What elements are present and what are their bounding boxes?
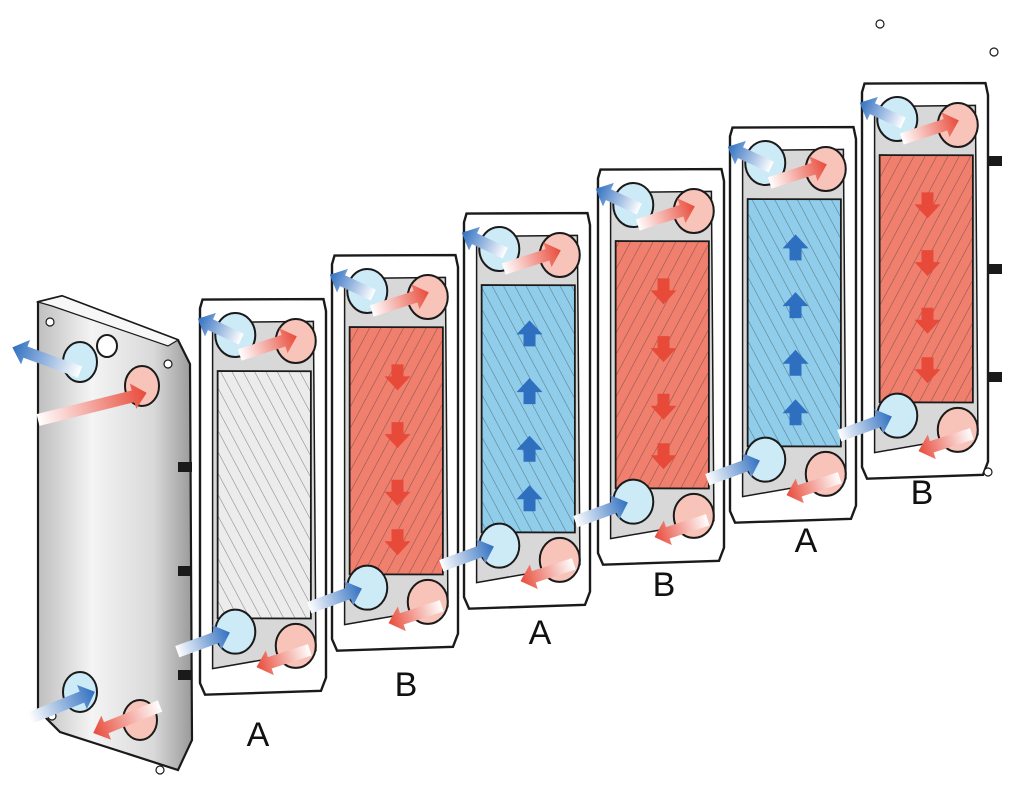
- arrow-down-icon: [914, 357, 941, 384]
- arrow-down-icon: [650, 443, 677, 470]
- arrow-out-icon: [595, 182, 642, 215]
- arrow-in-icon: [573, 495, 628, 528]
- arrow-down-icon: [914, 307, 941, 334]
- arrow-in-icon: [767, 156, 827, 189]
- arrow-in-icon: [175, 625, 230, 658]
- plate-label: B: [653, 566, 676, 604]
- arrow-up-icon: [782, 292, 809, 319]
- arrow-down-icon: [650, 336, 677, 363]
- arrow-down-icon: [914, 250, 941, 277]
- plate-6: B: [837, 81, 990, 512]
- arrow-up-icon: [782, 234, 809, 261]
- arrow-in-icon: [237, 328, 297, 361]
- arrow-out-icon: [388, 600, 444, 632]
- arrow-in-icon: [36, 383, 147, 426]
- arrow-down-icon: [384, 422, 411, 449]
- arrow-out-icon: [654, 514, 710, 546]
- arrow-down-icon: [384, 479, 411, 506]
- frame-notch: [988, 156, 1002, 166]
- arrow-out-icon: [918, 428, 974, 460]
- arrow-out-icon: [256, 644, 312, 676]
- bolt-hole: [163, 359, 173, 369]
- plate-label: A: [247, 716, 270, 754]
- plate-3: A: [439, 211, 592, 652]
- arrow-out-icon: [786, 472, 842, 504]
- plate-label: A: [529, 614, 552, 652]
- arrow-down-icon: [914, 192, 941, 219]
- bolt-hole: [45, 317, 55, 327]
- arrow-out-icon: [329, 268, 376, 301]
- arrow-in-icon: [439, 539, 494, 572]
- plate-5: A: [705, 125, 858, 560]
- bolt-hole: [989, 47, 999, 57]
- frame-notch: [178, 566, 192, 576]
- arrow-in-icon: [635, 198, 695, 231]
- arrow-in-icon: [369, 284, 429, 317]
- bolt-hole: [875, 19, 885, 29]
- arrow-out-icon: [93, 700, 163, 740]
- frame-notch: [178, 670, 192, 680]
- arrow-in-icon: [705, 453, 760, 486]
- arrow-up-icon: [516, 435, 543, 462]
- arrow-out-icon: [12, 339, 83, 378]
- arrow-out-icon: [461, 226, 508, 259]
- arrow-in-icon: [837, 409, 892, 442]
- plate-4: B: [573, 167, 726, 604]
- arrow-in-icon: [501, 242, 561, 275]
- frame-notch: [178, 462, 192, 472]
- arrow-up-icon: [516, 485, 543, 512]
- plate-label: B: [395, 666, 418, 704]
- plate-label: A: [795, 522, 818, 560]
- frame-notch: [988, 372, 1002, 382]
- arrow-up-icon: [782, 349, 809, 376]
- arrow-out-icon: [859, 96, 906, 129]
- plate-label: B: [911, 474, 934, 512]
- arrow-out-icon: [520, 558, 576, 590]
- bolt-hole: [983, 467, 993, 477]
- arrow-up-icon: [782, 399, 809, 426]
- frame-notch: [988, 264, 1002, 274]
- arrow-down-icon: [384, 529, 411, 556]
- arrow-out-icon: [727, 140, 774, 173]
- bolt-hole: [155, 765, 165, 775]
- arrow-down-icon: [650, 278, 677, 305]
- frame-plate: [12, 294, 194, 775]
- pressure-plate: [875, 19, 1002, 477]
- arrow-out-icon: [197, 312, 244, 345]
- arrow-up-icon: [516, 320, 543, 347]
- arrow-up-icon: [516, 378, 543, 405]
- arrow-in-icon: [307, 581, 362, 614]
- plates-stack: A B A B A B: [175, 81, 990, 754]
- arrow-in-icon: [27, 684, 95, 724]
- plate-2: B: [307, 253, 460, 704]
- port-circle-icon: [96, 334, 118, 358]
- arrow-down-icon: [384, 364, 411, 391]
- arrow-down-icon: [650, 393, 677, 420]
- plate-1: A: [175, 297, 328, 754]
- arrow-in-icon: [899, 112, 959, 145]
